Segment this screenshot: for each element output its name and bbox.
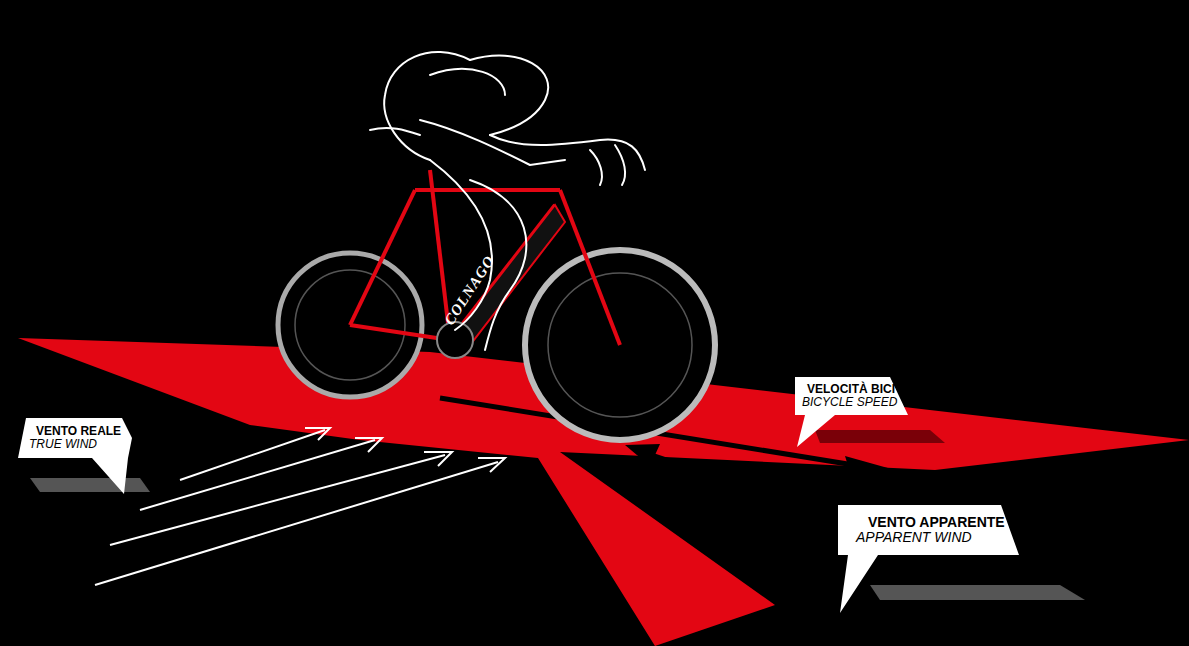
callout-shadow	[870, 585, 1085, 600]
callout-fill	[18, 418, 132, 494]
callout-box: VENTO REALETRUE WIND	[18, 418, 132, 458]
callout-shadow	[30, 478, 150, 492]
bicycle-speed-head	[845, 456, 895, 478]
callout-fill	[795, 377, 908, 447]
callout-heading: VENTO APPARENTE	[868, 515, 1005, 530]
apparent-wind-head	[625, 444, 660, 466]
callout-subtitle: APPARENT WIND	[856, 530, 1005, 545]
true-wind-arrows	[95, 428, 505, 585]
callout-fill	[838, 505, 1019, 613]
callout-subtitle: TRUE WIND	[29, 438, 122, 451]
callout-box: VENTO APPARENTEAPPARENT WIND	[838, 505, 1019, 555]
callout-subtitle: BICYCLE SPEED	[802, 396, 898, 409]
callout-heading: VELOCITÀ BICI	[807, 383, 898, 396]
rider	[370, 52, 645, 350]
callout-box: VELOCITÀ BICIBICYCLE SPEED	[795, 377, 908, 415]
callout-heading: VENTO REALE	[36, 425, 122, 438]
bicycle	[278, 170, 715, 440]
callout-shadow	[815, 430, 945, 443]
